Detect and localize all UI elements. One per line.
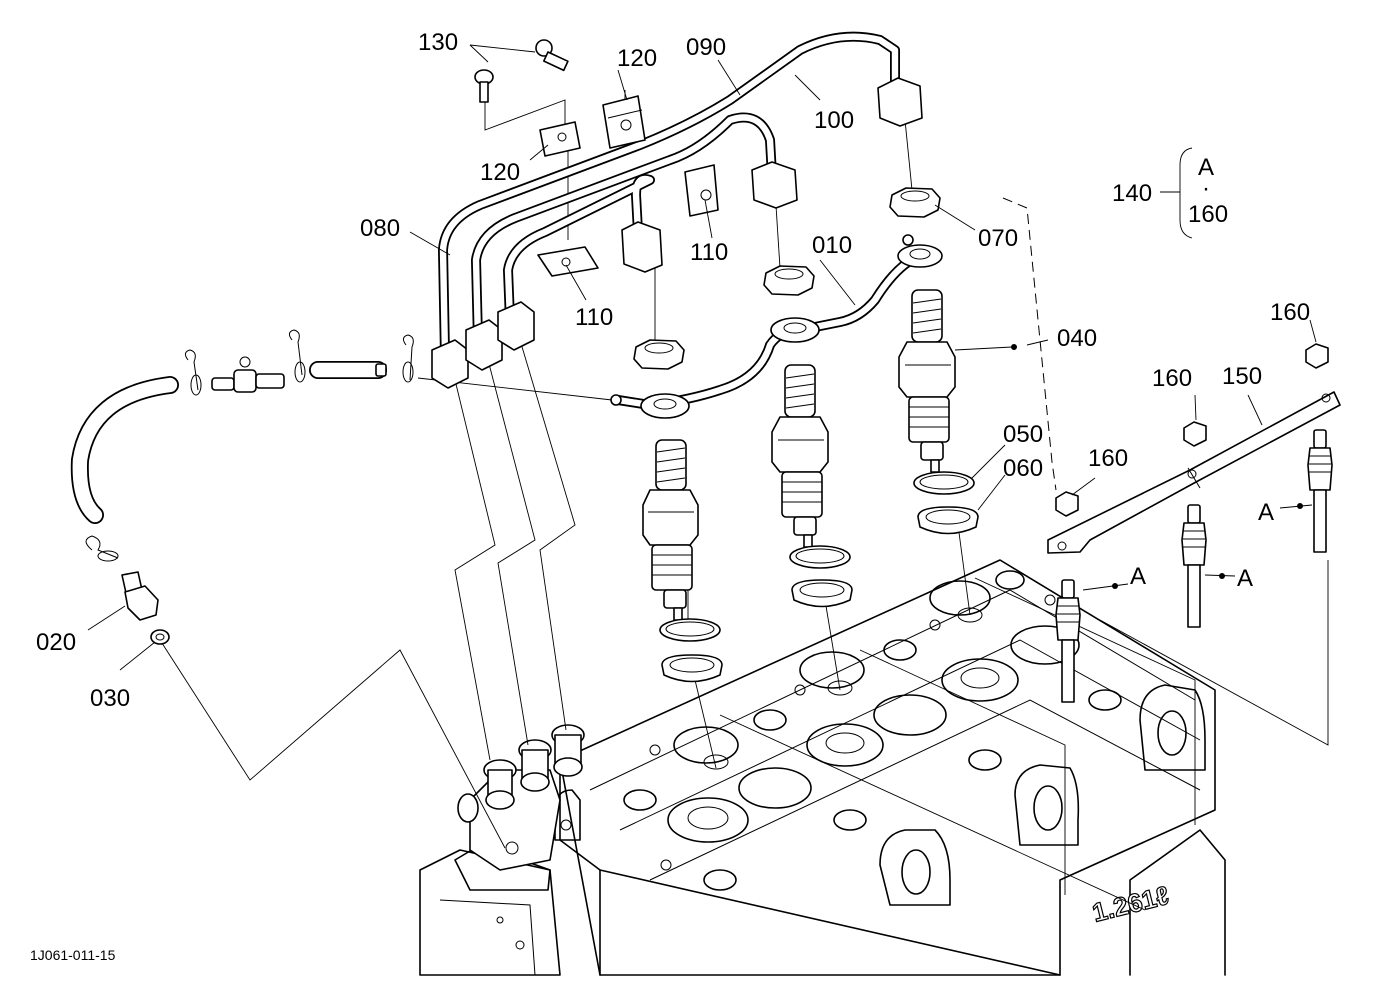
glow-plug-assembly xyxy=(1047,343,1341,703)
label-120-top: 120 xyxy=(617,45,657,72)
leak-off-pipe xyxy=(610,234,943,419)
drawing-code: 1J061-011-15 xyxy=(30,947,116,963)
injection-pump xyxy=(454,724,585,891)
label-ref-a-1: A xyxy=(1130,563,1146,590)
nozzle-washers xyxy=(659,471,979,683)
label-150: 150 xyxy=(1222,363,1262,390)
part-labels: 130 120 090 100 120 110 110 080 010 070 … xyxy=(30,29,1310,963)
label-120-lower: 120 xyxy=(480,159,520,186)
label-050: 050 xyxy=(1003,421,1043,448)
label-100: 100 xyxy=(814,107,854,134)
label-leaders xyxy=(87,44,1317,671)
label-160-a: 160 xyxy=(1088,445,1128,472)
label-160-b: 160 xyxy=(1152,365,1192,392)
kit-label-dot: · xyxy=(1202,175,1210,202)
label-ref-a-2: A xyxy=(1237,565,1253,592)
label-080: 080 xyxy=(360,215,400,242)
label-020: 020 xyxy=(36,629,76,656)
label-090: 090 xyxy=(686,34,726,61)
label-130: 130 xyxy=(418,29,458,56)
kit-label-a: A xyxy=(1198,154,1214,181)
injection-pipes xyxy=(431,31,923,389)
label-060: 060 xyxy=(1003,455,1043,482)
label-010: 010 xyxy=(812,232,852,259)
nozzle-holder-nuts xyxy=(633,187,941,370)
label-140: 140 xyxy=(1112,180,1152,207)
overflow-hose-assembly xyxy=(70,329,414,645)
pipe-clamps xyxy=(474,39,719,277)
label-160-c: 160 xyxy=(1270,299,1310,326)
label-ref-a-3: A xyxy=(1258,499,1274,526)
injector-nozzles xyxy=(642,289,956,621)
label-030: 030 xyxy=(90,685,130,712)
label-070: 070 xyxy=(978,225,1018,252)
label-110-lower: 110 xyxy=(575,304,613,331)
kit-label-160: 160 xyxy=(1188,201,1228,228)
label-110-right: 110 xyxy=(690,239,728,266)
label-040: 040 xyxy=(1057,325,1097,352)
